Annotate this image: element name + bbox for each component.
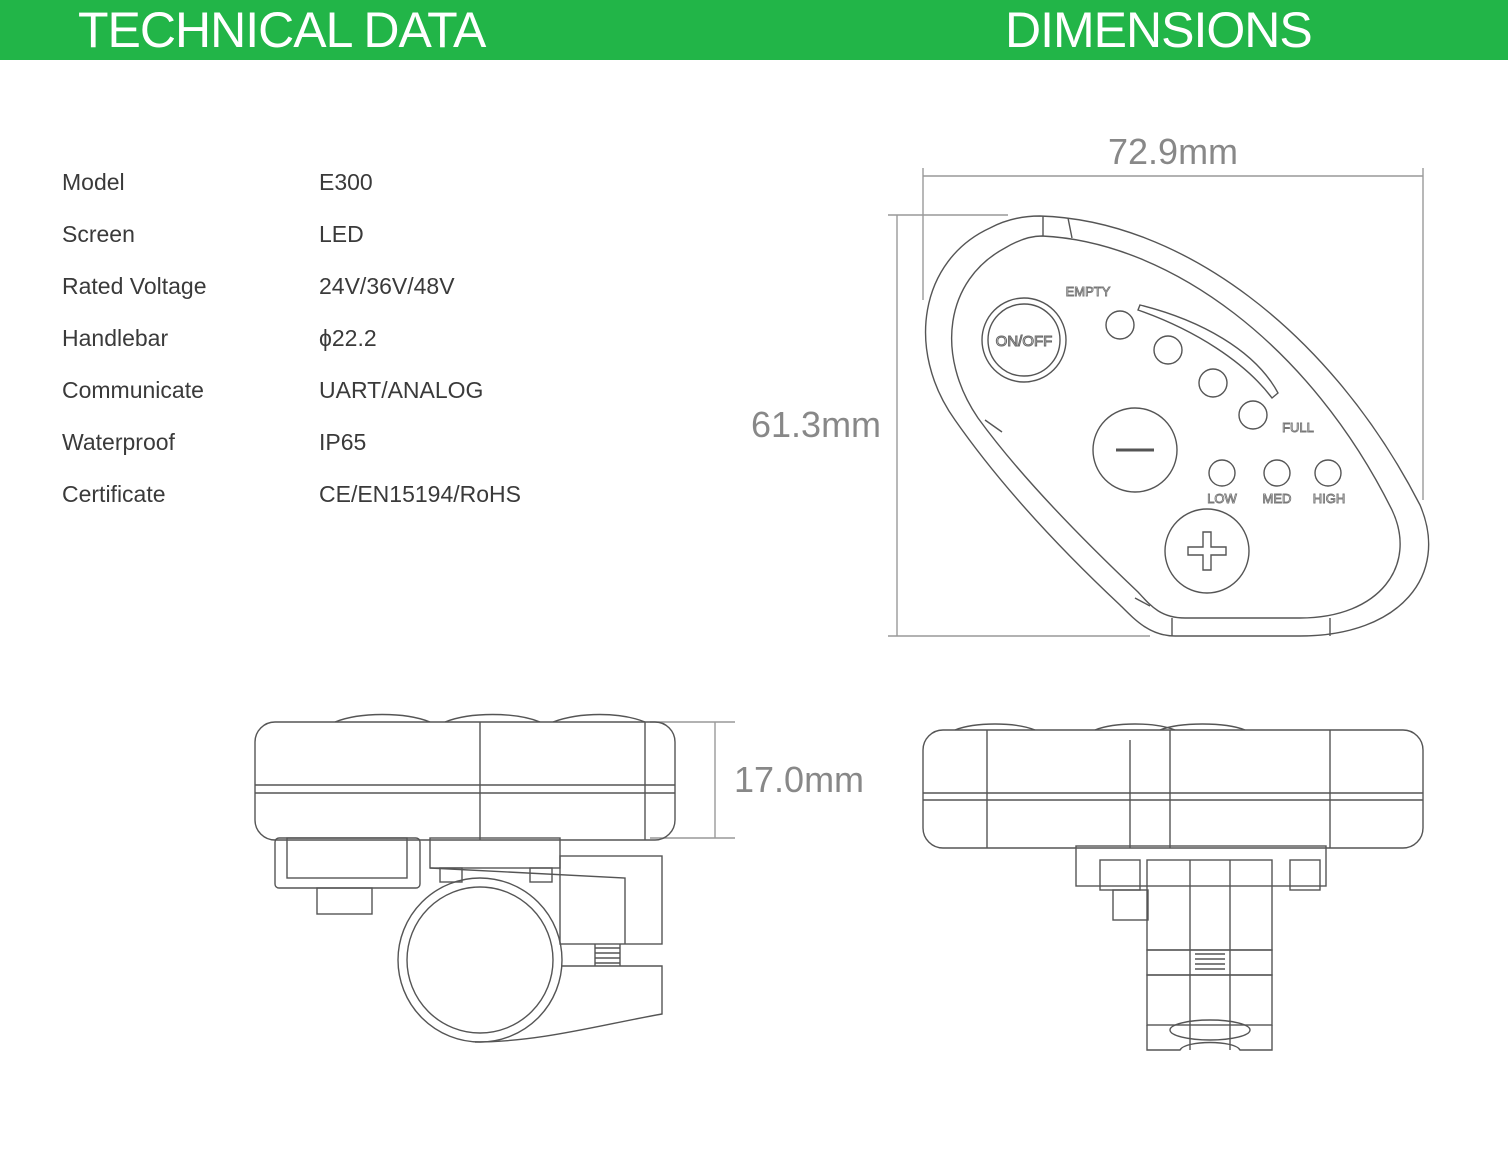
width-dimension-label: 72.9mm: [1108, 131, 1239, 172]
height-dimension-label: 61.3mm: [751, 404, 882, 445]
low-label: LOW: [1207, 491, 1237, 506]
battery-led-1: [1105, 310, 1135, 340]
device-outer-outline: [924, 215, 1430, 637]
full-label: FULL: [1282, 420, 1314, 435]
battery-led-2: [1153, 335, 1183, 365]
depth-dimension-label: 17.0mm: [734, 759, 865, 800]
battery-led-3: [1198, 368, 1228, 398]
spec-table: Model E300 Screen LED Rated Voltage 24V/…: [62, 162, 662, 526]
spec-value: ϕ22.2: [319, 325, 377, 351]
spec-label: Screen: [62, 221, 135, 247]
med-label: MED: [1263, 491, 1292, 506]
spec-row-screen: Screen LED: [62, 214, 662, 266]
device-inner-outline: [950, 235, 1401, 619]
high-label: HIGH: [1313, 491, 1346, 506]
dimensions-title: DIMENSIONS: [1005, 2, 1313, 58]
battery-led-4: [1238, 400, 1268, 430]
spec-row-certificate: Certificate CE/EN15194/RoHS: [62, 474, 662, 526]
high-led: [1314, 459, 1342, 487]
spec-row-waterproof: Waterproof IP65: [62, 422, 662, 474]
empty-label: EMPTY: [1066, 284, 1111, 299]
spec-value: UART/ANALOG: [319, 377, 484, 403]
header-bar: TECHNICAL DATA DIMENSIONS: [0, 0, 1508, 60]
spec-value: LED: [319, 221, 364, 247]
spec-value: IP65: [319, 429, 367, 455]
on-off-label: ON/OFF: [996, 333, 1053, 350]
spec-label: Certificate: [62, 481, 166, 507]
spec-row-communicate: Communicate UART/ANALOG: [62, 370, 662, 422]
technical-data-title: TECHNICAL DATA: [78, 2, 486, 58]
battery-gauge-arc: [1137, 304, 1279, 400]
spec-label: Model: [62, 169, 125, 195]
spec-row-handlebar: Handlebar ϕ22.2: [62, 318, 662, 370]
low-led: [1208, 459, 1236, 487]
spec-value: 24V/36V/48V: [319, 273, 455, 299]
spec-row-model: Model E300: [62, 162, 662, 214]
minus-button: [1092, 407, 1178, 493]
spec-row-rated-voltage: Rated Voltage 24V/36V/48V: [62, 266, 662, 318]
plus-icon: [1187, 531, 1227, 571]
spec-value: CE/EN15194/RoHS: [319, 481, 521, 507]
spec-label: Waterproof: [62, 429, 175, 455]
plus-button: [1164, 508, 1250, 594]
med-led: [1263, 459, 1291, 487]
on-off-button: [981, 297, 1067, 383]
spec-label: Handlebar: [62, 325, 169, 351]
spec-label: Rated Voltage: [62, 273, 207, 299]
spec-value: E300: [319, 169, 373, 195]
spec-label: Communicate: [62, 377, 204, 403]
